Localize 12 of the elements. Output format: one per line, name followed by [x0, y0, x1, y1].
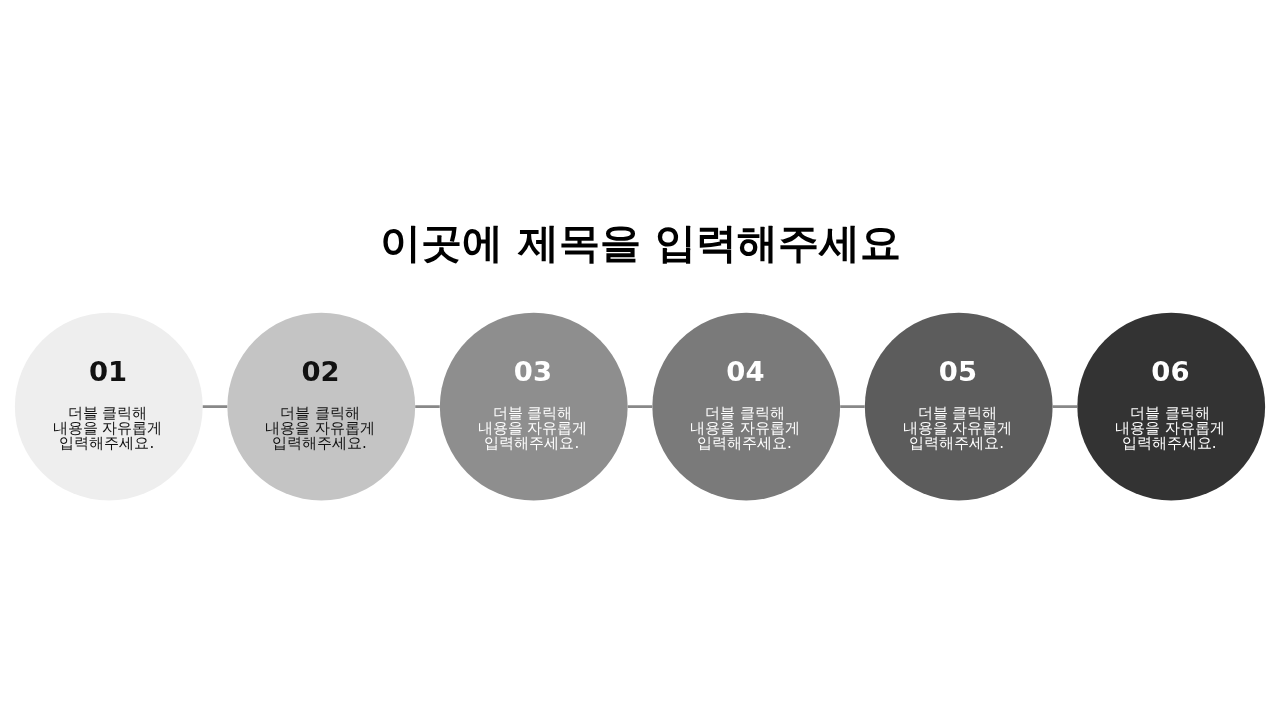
node-circle: 02 더블 클릭해 내용을 자유롭게 입력해주세요. [227, 312, 416, 501]
diagram-title: 이곳에 제목을 입력해주세요 [380, 218, 901, 267]
node-circle: 01 더블 클릭해 내용을 자유롭게 입력해주세요. [14, 312, 203, 501]
connector [840, 405, 865, 408]
node-circle: 04 더블 클릭해 내용을 자유롭게 입력해주세요. [652, 312, 841, 501]
connector [1052, 405, 1078, 408]
node-circle: 05 더블 클릭해 내용을 자유롭게 입력해주세요. [864, 312, 1053, 501]
connector [202, 405, 228, 408]
connector [415, 405, 440, 408]
connector [627, 405, 653, 408]
node-circle: 03 더블 클릭해 내용을 자유롭게 입력해주세요. [439, 312, 628, 501]
node-circle: 06 더블 클릭해 내용을 자유롭게 입력해주세요. [1077, 312, 1266, 501]
